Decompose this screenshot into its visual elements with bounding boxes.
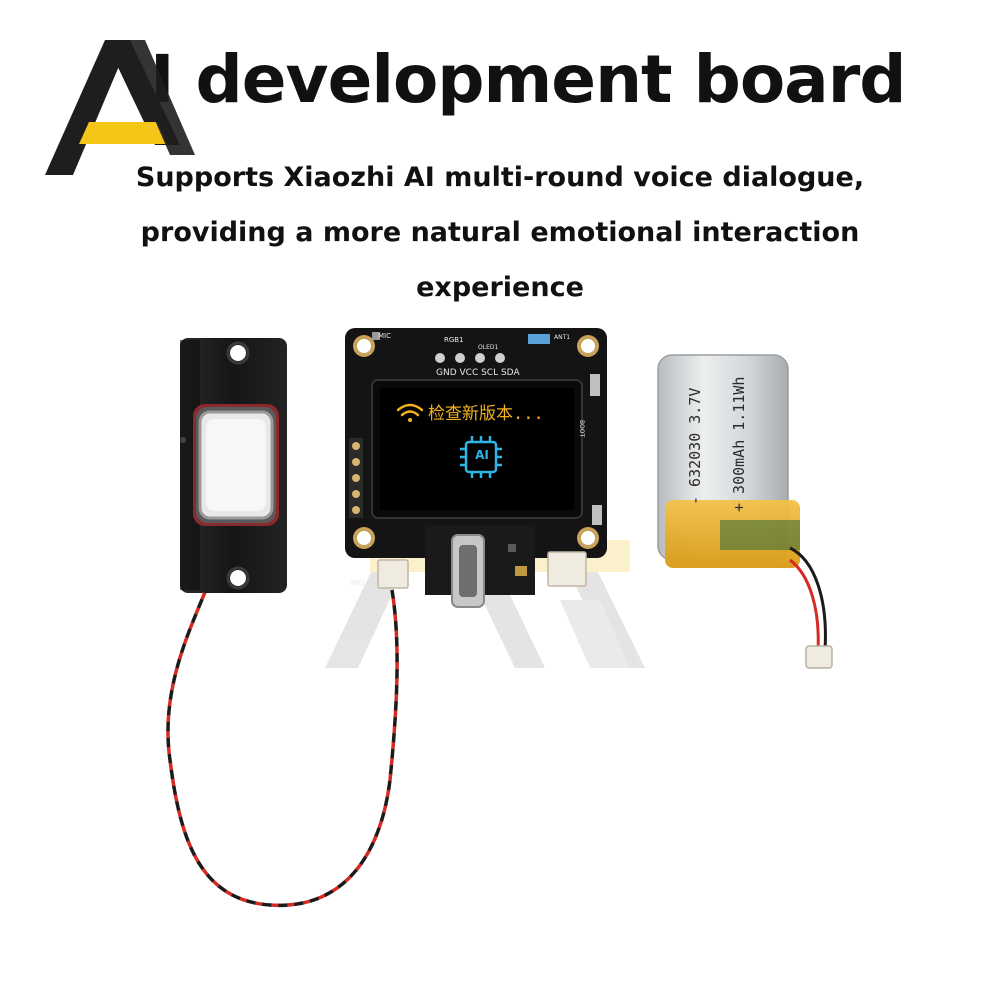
- screen-chip-label: AI: [475, 448, 489, 462]
- brand-logo: [45, 40, 195, 175]
- wifi-icon: [396, 403, 424, 422]
- speaker: [180, 338, 287, 593]
- silkscreen-spk: SPK1: [350, 580, 366, 587]
- screen-status-text: 检查新版本...: [428, 404, 544, 424]
- oled-pin-labels: GND VCC SCL SDA: [436, 368, 520, 378]
- dev-board: [345, 328, 607, 608]
- speaker-cable: [166, 589, 399, 908]
- silkscreen-boot: BOOT: [578, 420, 585, 438]
- battery-cable: [789, 546, 833, 669]
- battery-model-label: - 632030 3.7V: [686, 387, 704, 505]
- battery: [657, 354, 800, 568]
- silkscreen-oled: OLED1: [478, 344, 499, 351]
- silkscreen-mic: MIC: [378, 332, 391, 340]
- chip-icon: [460, 436, 502, 478]
- page-title: I development board: [150, 41, 907, 118]
- silkscreen-ant: ANT1: [554, 334, 571, 341]
- page-subtitle: Supports Xiaozhi AI multi-round voice di…: [135, 162, 865, 303]
- battery-capacity-label: + 300mAh 1.11Wh: [730, 376, 748, 512]
- header-pins: [349, 438, 363, 518]
- silkscreen-rgb: RGB1: [444, 336, 464, 344]
